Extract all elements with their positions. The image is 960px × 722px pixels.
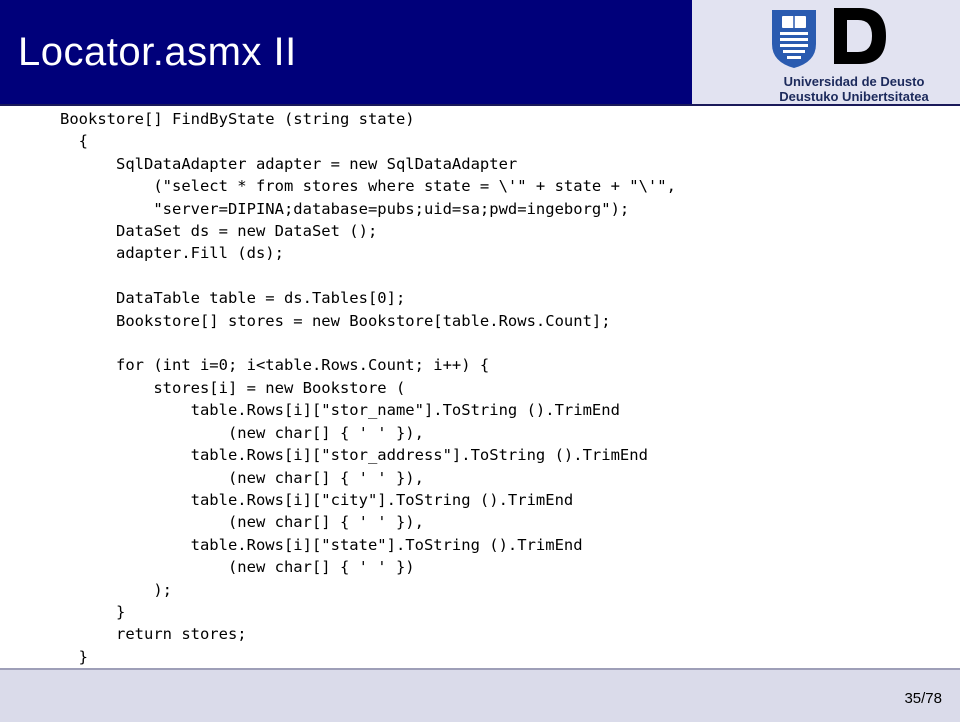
footer-bar: 35/78 — [0, 668, 960, 722]
logo-panel-wedge — [692, 0, 714, 106]
logo-university-name-basque: Deustuko Unibertsitatea — [779, 89, 929, 104]
logo-university-name: Universidad de Deusto — [783, 74, 925, 89]
university-logo: Universidad de Deusto Deustuko Unibertsi… — [754, 4, 954, 104]
code-block: Bookstore[] FindByState (string state) {… — [60, 110, 676, 688]
slide-title: Locator.asmx II — [18, 30, 297, 74]
logo-panel — [692, 0, 960, 106]
deusto-logo-icon — [772, 8, 886, 68]
page-number: 35/78 — [904, 690, 942, 707]
letter-d-icon — [834, 8, 886, 64]
header-bar: Locator.asmx II Universidad de Deusto De… — [0, 0, 960, 106]
header-divider — [0, 104, 960, 106]
